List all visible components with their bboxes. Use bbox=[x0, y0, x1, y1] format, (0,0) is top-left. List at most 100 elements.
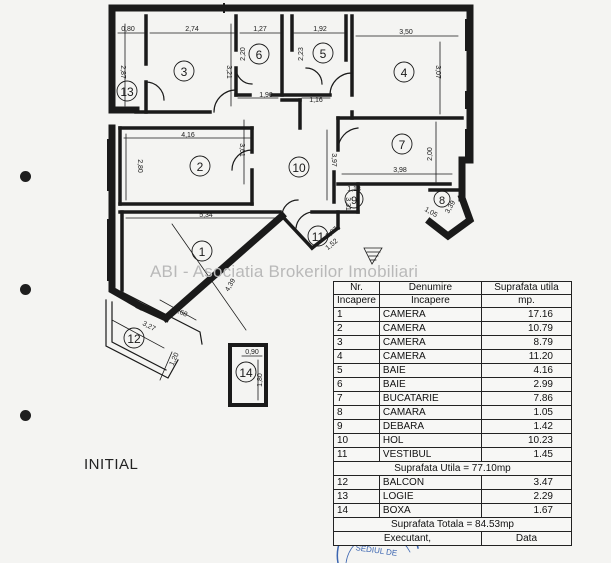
cell-nr: 1 bbox=[333, 307, 380, 322]
dimension-label: 1,13 bbox=[347, 186, 361, 193]
dimension-label: 3,61 bbox=[238, 143, 245, 157]
room-number: 6 bbox=[256, 48, 263, 62]
room-number: 1 bbox=[199, 245, 206, 259]
table-header-row: Nr. Denumire Suprafata utila bbox=[333, 281, 573, 295]
cell-area: 1.05 bbox=[480, 405, 573, 420]
dimension-label: 0,80 bbox=[121, 26, 135, 33]
cell-area: 1.67 bbox=[480, 503, 573, 518]
cell-area: 4.16 bbox=[480, 363, 573, 378]
executant-label: Executant, bbox=[333, 531, 482, 546]
dimension-label: 1,80 bbox=[257, 373, 264, 387]
cell-nr: 9 bbox=[333, 419, 380, 434]
room-number: 7 bbox=[399, 138, 406, 152]
cell-area: 1.42 bbox=[480, 419, 573, 434]
window-marks bbox=[107, 3, 467, 281]
total-row: Suprafata Totala = 84.53mp bbox=[333, 517, 572, 532]
cell-nr: 10 bbox=[333, 433, 380, 448]
dimension-label: 5,34 bbox=[199, 212, 213, 219]
room-number: 8 bbox=[439, 195, 445, 207]
room-number: 12 bbox=[127, 332, 141, 346]
cell-nr: 11 bbox=[333, 447, 380, 462]
header-denumire: Incapere bbox=[378, 294, 482, 308]
data-label: Data bbox=[480, 531, 573, 546]
cell-name: LOGIE bbox=[378, 489, 482, 504]
room-number-circles bbox=[116, 42, 451, 383]
cell-area: 1.45 bbox=[480, 447, 573, 462]
header-nr: Incapere bbox=[333, 294, 380, 308]
dimension-label: 3,21 bbox=[225, 65, 232, 79]
binder-hole bbox=[20, 284, 31, 295]
cell-area: 7.86 bbox=[480, 391, 573, 406]
cell-name: CAMARA bbox=[378, 405, 482, 420]
dimension-label: 0,90 bbox=[245, 349, 259, 356]
dimension-lines bbox=[111, 23, 459, 401]
room-number: 13 bbox=[120, 85, 134, 99]
room-number: 5 bbox=[320, 47, 327, 61]
dimension-label: 1,05 bbox=[423, 206, 438, 219]
room-area-table: Nr. Denumire Suprafata utila Incapere In… bbox=[333, 281, 573, 546]
header-suprafata: mp. bbox=[480, 294, 573, 308]
balcony-outline bbox=[105, 291, 203, 379]
cell-name: CAMERA bbox=[378, 307, 482, 322]
header-suprafata: Suprafata utila bbox=[480, 281, 573, 295]
dimension-label: 3,39 bbox=[444, 200, 457, 215]
dimension-label: 3,50 bbox=[399, 29, 413, 36]
dimension-label: 3,07 bbox=[434, 65, 441, 79]
dimension-label: 1,20 bbox=[169, 352, 181, 367]
dimension-label: 2,20 bbox=[240, 47, 247, 61]
suprafata-utila: Suprafata Utila = 77.10mp bbox=[333, 461, 572, 476]
room-number: 10 bbox=[292, 161, 306, 175]
cell-area: 2.29 bbox=[480, 489, 573, 504]
header-denumire: Denumire bbox=[378, 281, 482, 295]
room-number: 9 bbox=[351, 195, 357, 207]
suprafata-totala: Suprafata Totala = 84.53mp bbox=[333, 517, 572, 532]
cell-name: HOL bbox=[378, 433, 482, 448]
dimension-label: 1,90 bbox=[259, 92, 273, 99]
dimension-label: 3,98 bbox=[393, 167, 407, 174]
cell-name: VESTIBUL bbox=[378, 447, 482, 462]
dimension-label: 3,97 bbox=[330, 153, 337, 167]
cell-nr: 12 bbox=[333, 475, 380, 490]
watermark-text: ABI - Asociatia Brokerilor Imobiliari bbox=[150, 262, 419, 281]
cell-area: 11.20 bbox=[480, 349, 573, 364]
binder-hole bbox=[20, 171, 31, 182]
cell-name: BAIE bbox=[378, 363, 482, 378]
dimension-label: 1,16 bbox=[309, 97, 323, 104]
exterior-walls bbox=[108, 4, 475, 323]
dimension-label: 2,68 bbox=[173, 307, 188, 319]
binder-hole bbox=[20, 410, 31, 421]
room-number: 11 bbox=[312, 230, 325, 244]
dimension-label: 2,23 bbox=[298, 47, 305, 61]
dimension-label: 1,92 bbox=[313, 26, 327, 33]
dimension-label: 3,27 bbox=[141, 320, 156, 333]
cell-nr: 14 bbox=[333, 503, 380, 518]
cell-name: CAMERA bbox=[378, 335, 482, 350]
cell-name: CAMERA bbox=[378, 349, 482, 364]
cell-name: BAIE bbox=[378, 377, 482, 392]
cell-area: 10.79 bbox=[480, 321, 573, 336]
cell-area: 3.47 bbox=[480, 475, 573, 490]
cell-nr: 3 bbox=[333, 335, 380, 350]
door-swings bbox=[145, 67, 359, 229]
cell-name: DEBARA bbox=[378, 419, 482, 434]
initial-label: INITIAL bbox=[84, 456, 139, 473]
dimension-label: 1,27 bbox=[253, 26, 267, 33]
dimension-label: 2,74 bbox=[185, 26, 199, 33]
room-number: 2 bbox=[197, 160, 204, 174]
cell-name: BALCON bbox=[378, 475, 482, 490]
cell-nr: 8 bbox=[333, 405, 380, 420]
cell-area: 10.23 bbox=[480, 433, 573, 448]
dimension-label: 2,00 bbox=[427, 147, 434, 161]
north-marker bbox=[363, 247, 383, 265]
footer-row: Executant, Data bbox=[333, 531, 573, 546]
cell-area: 2.99 bbox=[480, 377, 573, 392]
